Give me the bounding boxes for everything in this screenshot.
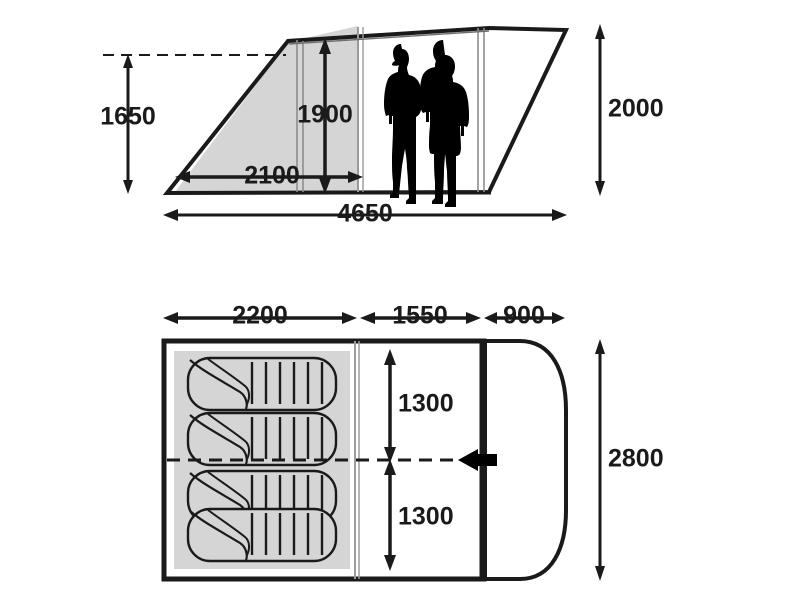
dimension-900-label: 900	[503, 302, 545, 330]
dimension-2000: 2000	[595, 24, 664, 196]
dimension-1300-lower-label: 1300	[398, 503, 454, 531]
dimension-1550-label: 1550	[392, 302, 448, 330]
dimension-1900-label: 1900	[297, 101, 353, 129]
door-arrow-icon	[458, 449, 497, 471]
dimension-1650-label: 1650	[100, 103, 156, 131]
dimension-2100: 2100	[175, 162, 363, 190]
dimension-1550: 1550	[360, 302, 481, 330]
side-elevation-view: 1650 1900 2100 4650 2000	[100, 24, 664, 228]
dimension-1300-upper: 1300	[384, 349, 454, 463]
dimension-4650-label: 4650	[337, 200, 393, 228]
dimension-1900: 1900	[297, 38, 353, 194]
person-silhouette-right	[419, 40, 469, 207]
dimension-2800-label: 2800	[608, 445, 664, 473]
floor-plan-view: 2200 1550 900	[161, 302, 664, 582]
porch-outline	[481, 339, 568, 581]
sleeping-bag	[186, 411, 338, 467]
sleeping-bag	[186, 507, 338, 563]
dimension-2100-label: 2100	[244, 162, 300, 190]
sleeping-bag	[186, 356, 338, 412]
dimension-4650: 4650	[163, 200, 567, 228]
dimension-1300-upper-label: 1300	[398, 390, 454, 418]
dimension-2200-label: 2200	[232, 302, 288, 330]
dimension-900: 900	[484, 302, 565, 330]
dimension-2000-label: 2000	[608, 95, 664, 123]
sleeping-bag-group	[186, 356, 338, 563]
dimension-2200: 2200	[163, 302, 357, 330]
bedroom-shaded-panel	[175, 26, 358, 192]
ridge-line	[288, 30, 490, 45]
person-silhouette-left	[384, 44, 422, 204]
dimension-1300-lower: 1300	[384, 459, 454, 571]
dimension-2800: 2800	[595, 339, 664, 581]
dimension-1650: 1650	[100, 54, 156, 194]
